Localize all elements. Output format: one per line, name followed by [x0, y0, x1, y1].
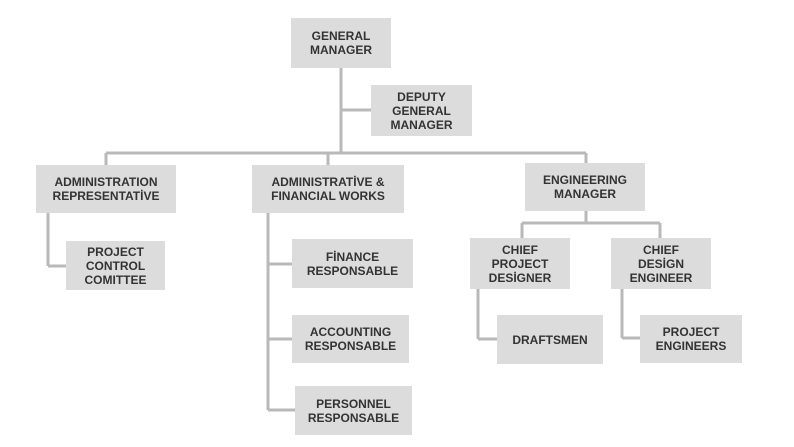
general-manager-box: GENERAL MANAGER [291, 18, 391, 68]
engineering-manager-box: ENGINEERING MANAGER [525, 163, 645, 211]
personnel-responsable-box: PERSONNEL RESPONSABLE [295, 386, 412, 435]
draftsmen-box: DRAFTSMEN [497, 315, 603, 364]
chief-design-engineer-box: CHIEF DESİGN ENGINEER [611, 238, 711, 289]
administrative-financial-works-box: ADMINISTRATİVE & FINANCIAL WORKS [252, 165, 404, 213]
finance-responsable-box: FİNANCE RESPONSABLE [292, 239, 413, 288]
deputy-general-manager-box: DEPUTY GENERAL MANAGER [371, 85, 472, 136]
project-control-comittee-box: PROJECT CONTROL COMITTEE [66, 241, 165, 290]
accounting-responsable-box: ACCOUNTING RESPONSABLE [292, 315, 409, 363]
project-engineers-box: PROJECT ENGINEERS [640, 315, 742, 363]
administration-representative-box: ADMINISTRATION REPRESENTATİVE [36, 165, 176, 213]
chief-project-designer-box: CHIEF PROJECT DESİGNER [470, 238, 570, 289]
